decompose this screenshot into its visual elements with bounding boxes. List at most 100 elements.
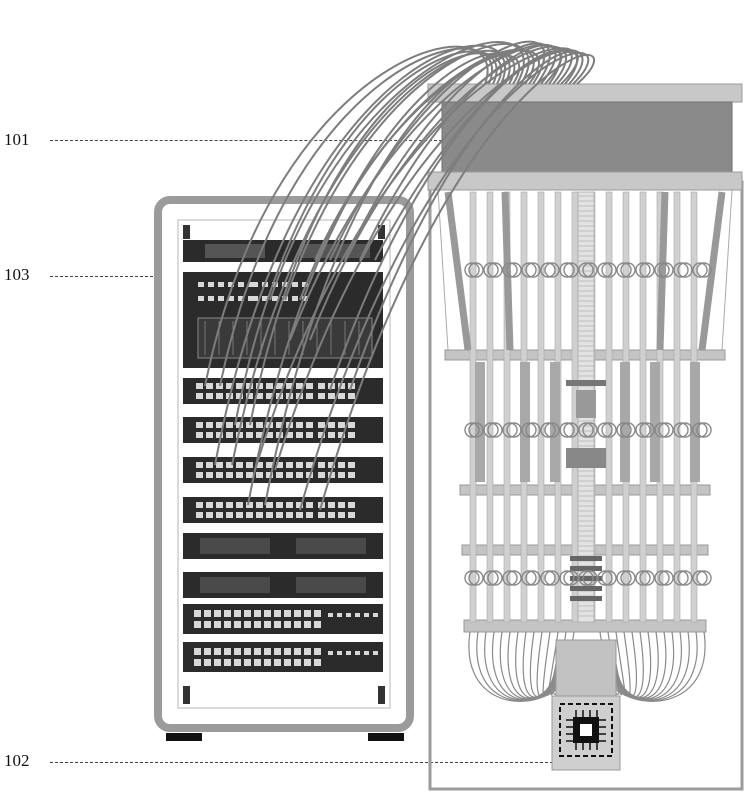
port bbox=[234, 621, 241, 628]
coil-loop bbox=[540, 262, 556, 278]
port bbox=[306, 393, 313, 399]
port bbox=[264, 659, 271, 666]
port bbox=[296, 512, 303, 518]
port bbox=[328, 462, 335, 468]
port bbox=[304, 610, 311, 617]
rack-foot-right bbox=[368, 733, 404, 741]
port bbox=[246, 512, 253, 518]
port bbox=[338, 462, 345, 468]
coil-loop bbox=[597, 570, 613, 586]
coil-loop bbox=[578, 422, 594, 438]
coil-loop bbox=[582, 422, 598, 438]
coil-loop bbox=[521, 422, 537, 438]
port bbox=[318, 432, 325, 438]
port bbox=[318, 472, 325, 478]
port bbox=[254, 659, 261, 666]
coil-loop bbox=[658, 262, 674, 278]
coil-loop bbox=[635, 570, 651, 586]
port bbox=[236, 502, 243, 508]
port bbox=[194, 648, 201, 655]
port bbox=[226, 472, 233, 478]
coil-loop bbox=[525, 570, 541, 586]
port bbox=[196, 472, 203, 478]
port bbox=[218, 296, 224, 301]
port bbox=[256, 432, 263, 438]
rack-unit-switch bbox=[183, 457, 383, 483]
coil-loop bbox=[521, 262, 537, 278]
stage-strut bbox=[475, 362, 485, 482]
server-rack bbox=[154, 196, 414, 741]
cable bbox=[299, 52, 590, 511]
port bbox=[256, 393, 263, 399]
coil-loop bbox=[635, 422, 651, 438]
port bbox=[254, 610, 261, 617]
coil-loop bbox=[658, 422, 674, 438]
leader-line-101 bbox=[50, 140, 442, 141]
rack-unit-switch bbox=[183, 497, 383, 523]
port bbox=[248, 296, 254, 301]
dilution-refrigerator bbox=[427, 83, 744, 791]
rack-unit-panel bbox=[296, 577, 366, 593]
heat-exchanger-fin bbox=[570, 556, 602, 561]
coax-column bbox=[639, 191, 647, 623]
coil-loop bbox=[563, 570, 579, 586]
processor-chip bbox=[551, 639, 621, 771]
port bbox=[306, 502, 313, 508]
port bbox=[266, 512, 273, 518]
coil-loop bbox=[696, 570, 712, 586]
coil-loop bbox=[559, 422, 575, 438]
support-strut bbox=[444, 191, 472, 351]
port bbox=[204, 621, 211, 628]
coil-loop bbox=[544, 570, 560, 586]
rack-unit-patch-panel bbox=[183, 604, 383, 634]
port bbox=[246, 462, 253, 468]
coil-loop bbox=[616, 570, 632, 586]
coil-loop bbox=[654, 570, 670, 586]
coil-loop bbox=[521, 570, 537, 586]
coil-loop bbox=[544, 262, 560, 278]
port bbox=[194, 621, 201, 628]
coil-loop bbox=[620, 570, 636, 586]
port bbox=[276, 383, 283, 389]
port bbox=[264, 648, 271, 655]
port bbox=[338, 383, 345, 389]
port bbox=[216, 422, 223, 428]
stage-strut bbox=[650, 362, 660, 482]
top-flange bbox=[427, 171, 743, 191]
coil-loop bbox=[654, 262, 670, 278]
port bbox=[373, 613, 378, 617]
stage-strut bbox=[550, 362, 560, 482]
port bbox=[198, 296, 204, 301]
port bbox=[248, 282, 254, 287]
port bbox=[294, 610, 301, 617]
port bbox=[296, 472, 303, 478]
port bbox=[314, 621, 321, 628]
port bbox=[246, 502, 253, 508]
port bbox=[216, 502, 223, 508]
cable bbox=[309, 45, 567, 341]
port bbox=[252, 282, 258, 287]
port bbox=[266, 383, 273, 389]
port bbox=[234, 610, 241, 617]
port bbox=[238, 296, 244, 301]
port bbox=[274, 659, 281, 666]
port bbox=[266, 393, 273, 399]
port bbox=[236, 432, 243, 438]
port bbox=[276, 472, 283, 478]
lower-cable bbox=[615, 631, 706, 702]
port bbox=[214, 621, 221, 628]
coil-loop bbox=[464, 422, 480, 438]
port bbox=[226, 432, 233, 438]
rack-devices bbox=[183, 240, 383, 672]
port bbox=[302, 282, 308, 287]
port bbox=[236, 512, 243, 518]
port bbox=[338, 512, 345, 518]
coil-loop bbox=[639, 422, 655, 438]
port bbox=[236, 383, 243, 389]
port bbox=[226, 383, 233, 389]
port bbox=[286, 383, 293, 389]
coax-column bbox=[537, 191, 545, 623]
port bbox=[364, 613, 369, 617]
port bbox=[228, 282, 234, 287]
port bbox=[264, 621, 271, 628]
